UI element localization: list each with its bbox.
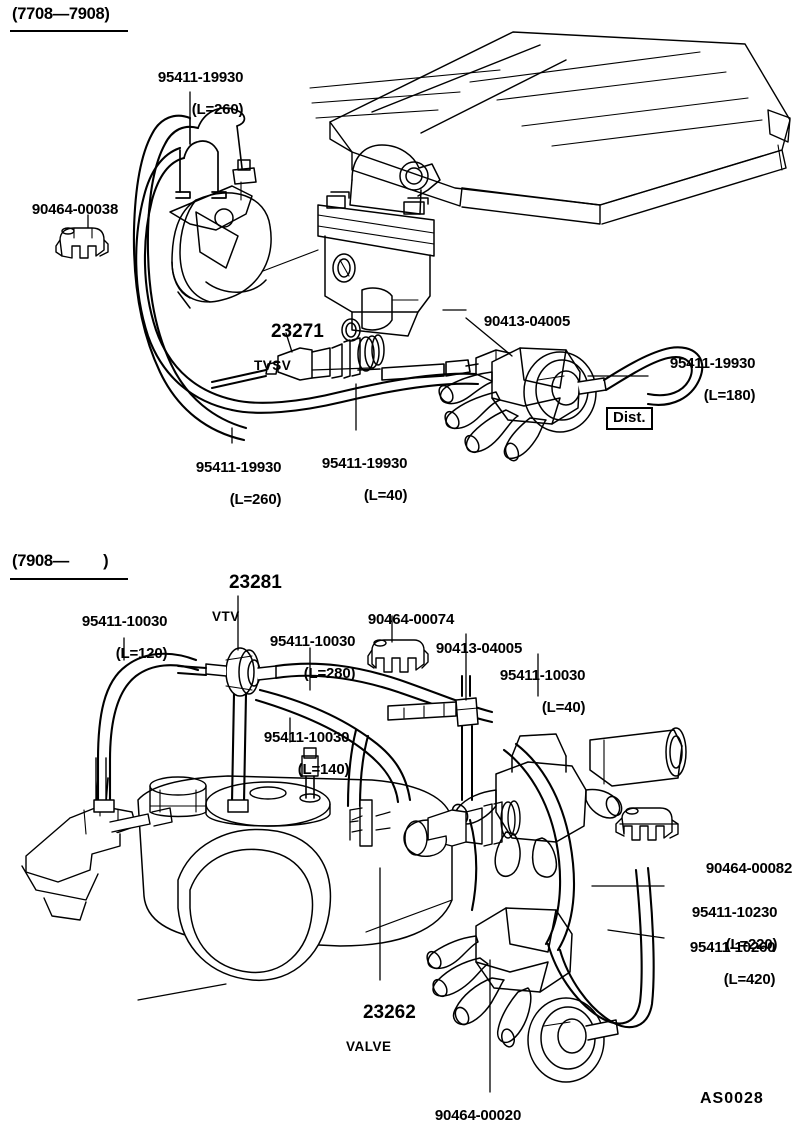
label-union-90413-04005-lower: 90413-04005 [420, 625, 522, 673]
label-hose-10030-120: 95411-10030 (L=120) [66, 598, 168, 693]
tvsv-body [211, 334, 385, 389]
label-clamp-90464-00074: 90464-00074 [352, 596, 454, 644]
part-spec: (L=420) [723, 970, 776, 988]
label-hose-10030-40: 95411-10030 (L=40) [484, 652, 586, 747]
label-vtv-23281: 23281 VTV [212, 556, 282, 658]
part-number: 90413-04005 [435, 639, 523, 657]
hose-19930-180 [602, 346, 704, 406]
distributor-label: Dist. [613, 409, 646, 426]
label-clamp-90464-00082: 90464-00082 [690, 845, 792, 893]
label-hose-19930-260-top: 95411-19930 (L=260) [142, 54, 244, 149]
valve-cover-upper [309, 31, 791, 225]
part-spec: (L=180) [703, 386, 756, 404]
label-clamp-90464-00038: 90464-00038 [16, 186, 118, 234]
detail-mark-lower [349, 807, 363, 841]
part-spec: (L=260) [191, 100, 244, 118]
section-header-upper: (7708—7908) [12, 5, 110, 23]
part-name: VALVE [346, 1039, 392, 1055]
valve-23262-art [403, 800, 521, 857]
detail-stubs-lower [299, 747, 391, 847]
label-hose-10230-220: 95411-10230 (L=220) [676, 889, 778, 984]
label-valve-23262: 23262 VALVE [346, 986, 416, 1088]
hose-10030-140 [230, 692, 248, 804]
label-clamp-90464-00020: 90464-00020 [419, 1092, 521, 1130]
part-number: 90464-00020 [434, 1106, 522, 1124]
part-number: 95411-10260 [689, 938, 776, 956]
part-spec: (L=260) [229, 490, 282, 508]
part-number: 90464-00082 [705, 859, 793, 877]
part-name: VTV [212, 609, 240, 625]
hose-10230-220 [502, 742, 576, 952]
clamp-90464-00074-art [367, 639, 429, 673]
label-union-90413-04005-upper: 90413-04005 [468, 298, 570, 346]
distributor-upper [438, 347, 607, 462]
part-number: 95411-19930 [195, 458, 282, 476]
hose-advance-lower [468, 818, 478, 912]
label-hose-10030-280: 95411-10030 (L=280) [254, 618, 356, 713]
engine-body-lower [137, 775, 453, 1001]
clamp-90464-00038-art [55, 227, 109, 259]
part-number: 95411-10030 [81, 612, 168, 630]
part-number: 95411-10230 [691, 903, 778, 921]
part-spec: (L=220) [725, 935, 778, 953]
hose-stubs-upper [175, 107, 246, 199]
part-spec: (L=140) [297, 760, 350, 778]
hose-lower-loop-upper [230, 372, 480, 414]
label-hose-10030-140: 95411-10030 (L=140) [248, 714, 350, 809]
vacuum-actuator-upper [169, 159, 272, 309]
part-spec: (L=280) [303, 664, 356, 682]
part-spec: (L=120) [115, 644, 168, 662]
part-number: 23281 [228, 571, 282, 593]
part-number: 95411-19930 [321, 454, 408, 472]
distributor-callout-box: Dist. [606, 407, 653, 430]
hose-19930-260-bottom [135, 146, 236, 412]
hose-drops-lower [346, 728, 370, 808]
figure-code: AS0028 [700, 1090, 764, 1107]
part-number: 90413-04005 [483, 312, 571, 330]
hose-10030-120 [96, 652, 200, 802]
leader-lines-upper [87, 91, 649, 444]
part-number: 95411-10030 [499, 666, 586, 684]
thermostat-housing-upper [249, 144, 441, 342]
part-number: 23271 [270, 320, 324, 342]
part-name: TVSV [254, 358, 292, 374]
part-number: 23262 [362, 1001, 416, 1023]
union-90413-04005-lower [455, 675, 479, 801]
part-number: 95411-10030 [263, 728, 350, 746]
hose-bar-lower [387, 701, 457, 721]
part-number: 95411-19930 [157, 68, 244, 86]
part-number: 90464-00038 [31, 200, 119, 218]
distributor-lower [426, 907, 619, 1083]
carb-body-lower [451, 727, 687, 878]
disc-lower [205, 781, 331, 827]
part-number: 95411-10030 [269, 632, 356, 650]
part-spec: (L=40) [363, 486, 408, 504]
label-tvsv-23271: 23271 TVSV [254, 305, 324, 407]
vtv-body-lower [177, 647, 277, 697]
section-header-lower: (7908— ) [12, 552, 109, 570]
label-hose-10260-420: 95411-10260 (L=420) [674, 924, 776, 1019]
part-number: 90464-00074 [367, 610, 455, 628]
leader-lines-lower [123, 595, 679, 1093]
label-hose-19930-260-bottom: 95411-19930 (L=260) [180, 444, 282, 539]
section-header-upper-rule [10, 30, 128, 32]
throttle-lever-lower [21, 757, 173, 921]
part-number: 95411-19930 [669, 354, 756, 372]
hose-10260-420 [546, 866, 655, 1029]
label-hose-19930-180: 95411-19930 (L=180) [654, 340, 756, 435]
part-spec: (L=40) [541, 698, 586, 716]
label-hose-19930-40: 95411-19930 (L=40) [306, 440, 408, 535]
hose-19930-260-top [132, 114, 248, 442]
section-header-lower-rule [10, 578, 128, 580]
